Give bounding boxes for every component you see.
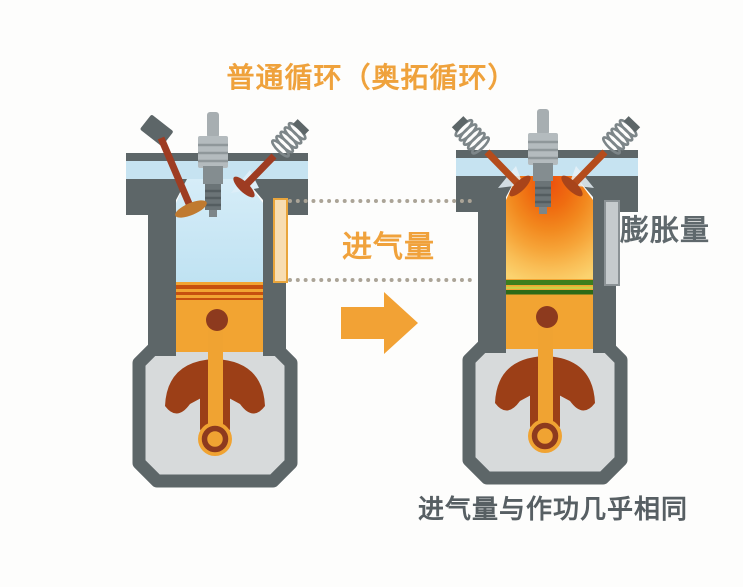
cylinder-wall-left	[478, 195, 506, 353]
valve-spring-icon	[270, 119, 310, 158]
crank-assembly	[495, 306, 595, 453]
right-arrow-icon	[341, 292, 418, 354]
page-title: 普通循环（奥拓循环）	[226, 62, 517, 93]
connecting-rod	[538, 313, 553, 437]
volume-guide-line-bottom	[288, 278, 472, 282]
left-engine-diagram	[126, 112, 310, 488]
intake-valve-closed-icon	[451, 116, 531, 197]
exhaust-valve-closed-icon	[561, 116, 641, 197]
right-engine-diagram	[451, 109, 641, 485]
piston-pin	[206, 309, 228, 331]
spark-plug-icon	[528, 109, 558, 214]
intake-volume-bar	[273, 198, 288, 283]
piston-pin	[536, 306, 558, 328]
valve-spring-icon	[601, 116, 641, 155]
caption: 进气量与作功几乎相同	[418, 494, 689, 524]
expansion-volume-bar	[604, 200, 620, 286]
valve-spring-icon	[451, 116, 491, 155]
intake-volume-label: 进气量	[342, 231, 435, 264]
cylinder-wall-left	[148, 198, 176, 356]
combustion-gases	[506, 176, 593, 281]
crank-assembly	[165, 309, 265, 456]
expansion-volume-label: 膨胀量	[620, 215, 711, 247]
intake-valve-open-icon	[140, 115, 207, 218]
exhaust-valve-closed-icon	[231, 119, 310, 198]
spark-plug-icon	[198, 112, 228, 217]
connecting-rod	[208, 316, 223, 440]
volume-guide-line-top	[288, 199, 472, 203]
